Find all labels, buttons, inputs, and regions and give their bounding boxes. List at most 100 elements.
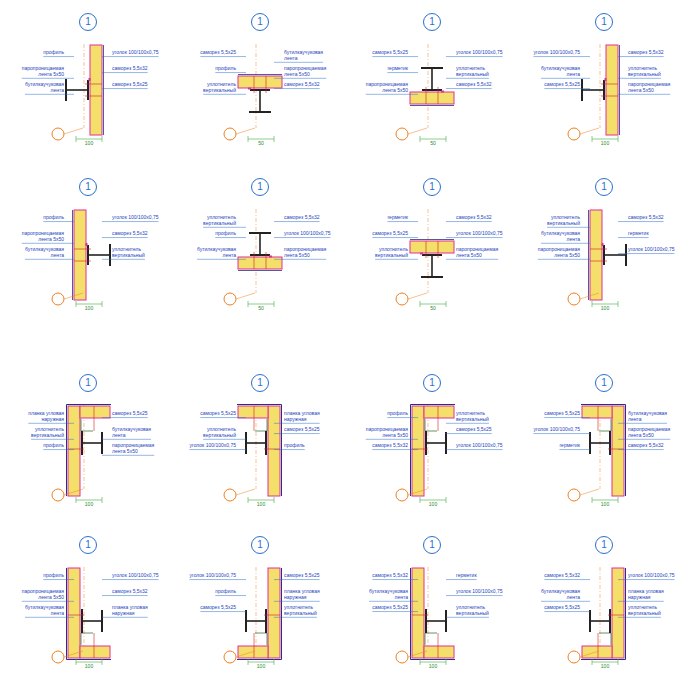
part-label: саморез 5,5х32 bbox=[284, 215, 336, 221]
sealing-tape bbox=[420, 253, 423, 255]
leader-line bbox=[274, 579, 320, 580]
panel-facing bbox=[582, 406, 612, 418]
dimension-line bbox=[592, 139, 618, 140]
part-label: уплотнитель вертикальный bbox=[112, 247, 164, 259]
callout-circle: 1 bbox=[79, 536, 97, 554]
part-label: уголок 100/100х0,75 bbox=[184, 443, 236, 449]
callout-number: 1 bbox=[429, 17, 435, 27]
axis-marker bbox=[568, 293, 580, 305]
flashing bbox=[410, 105, 454, 106]
screw bbox=[426, 241, 427, 258]
leader-line bbox=[446, 423, 489, 424]
dimension-line bbox=[248, 304, 274, 305]
dimension-tick bbox=[592, 136, 593, 142]
dimension-line bbox=[76, 139, 102, 140]
part-label: саморез 5,5х25 bbox=[184, 411, 236, 417]
panel-facing bbox=[412, 568, 424, 658]
leader-line bbox=[369, 601, 418, 602]
axis-leader bbox=[408, 489, 427, 495]
sealing-tape bbox=[269, 256, 272, 258]
leader-line bbox=[372, 579, 418, 580]
dimension-text: 100 bbox=[601, 502, 609, 507]
leader-line bbox=[446, 78, 489, 79]
callout-circle: 1 bbox=[251, 374, 269, 392]
beam-web bbox=[582, 89, 604, 91]
insulation-core bbox=[268, 568, 280, 658]
part-label: профиль bbox=[184, 66, 236, 72]
leader-line bbox=[274, 78, 326, 79]
part-label: бутилкаучуковая лента bbox=[12, 82, 64, 94]
panel-facing bbox=[582, 646, 612, 658]
part-label: уголок 100/100х0,75 bbox=[456, 443, 508, 449]
detail-drawing bbox=[410, 68, 454, 106]
part-label: саморез 5,5х25 bbox=[528, 82, 580, 88]
panel-facing bbox=[68, 406, 80, 496]
dimension-line bbox=[592, 304, 618, 305]
part-label: саморез 5,5х32 bbox=[628, 443, 680, 449]
part-label: профиль bbox=[12, 573, 64, 579]
part-label: уплотнитель вертикальный bbox=[528, 215, 580, 227]
leader-line bbox=[544, 579, 590, 580]
leader-line bbox=[25, 617, 74, 618]
part-label: саморез 5,5х32 bbox=[528, 573, 580, 579]
leader-line bbox=[372, 56, 418, 57]
panel-facing bbox=[90, 45, 102, 135]
dimension-tick bbox=[76, 659, 77, 665]
panel-facing bbox=[612, 406, 624, 496]
leader-line bbox=[541, 243, 590, 244]
insulation-core bbox=[238, 406, 268, 418]
part-label: герметик bbox=[356, 66, 408, 72]
callout-number: 1 bbox=[601, 378, 607, 388]
screw bbox=[254, 633, 255, 658]
axis-marker bbox=[52, 489, 64, 501]
beam-web bbox=[246, 442, 266, 444]
beam-web bbox=[246, 620, 266, 622]
leader-line bbox=[618, 601, 664, 602]
dimension-tick bbox=[420, 301, 421, 307]
beam-web bbox=[426, 442, 446, 444]
part-label: профиль bbox=[184, 589, 236, 595]
leader-line bbox=[618, 253, 675, 254]
screw bbox=[426, 87, 427, 104]
beam-web bbox=[590, 442, 610, 444]
part-label: саморез 5,5х25 bbox=[356, 50, 408, 56]
detail-drawing bbox=[237, 405, 282, 497]
part-label: паропроницаемая лента 5х50 bbox=[12, 231, 64, 243]
dimension-text: 50 bbox=[430, 306, 436, 311]
angle-profile bbox=[255, 633, 267, 645]
dimension-tick bbox=[274, 136, 275, 142]
axis-marker bbox=[52, 293, 64, 305]
part-label: уплотнитель вертикальный bbox=[284, 605, 336, 617]
leader-line bbox=[274, 601, 320, 602]
panel-facing bbox=[80, 646, 110, 658]
angle-profile bbox=[425, 419, 437, 431]
leader-line bbox=[618, 617, 661, 618]
leader-line bbox=[22, 601, 74, 602]
panel-facing bbox=[424, 406, 454, 418]
callout-circle: 1 bbox=[79, 178, 97, 196]
part-label: бутилкаучуковая лента bbox=[184, 247, 236, 259]
leader-line bbox=[102, 72, 148, 73]
beam-web bbox=[590, 620, 610, 622]
part-label: герметик bbox=[528, 443, 580, 449]
axis-marker bbox=[52, 128, 64, 140]
dimension-tick bbox=[618, 301, 619, 307]
part-label: паропроницаемая лента 5х50 bbox=[356, 82, 408, 94]
axis-marker bbox=[568, 489, 580, 501]
part-label: планка угловая наружная bbox=[112, 605, 164, 617]
flashing bbox=[410, 239, 454, 240]
leader-line bbox=[387, 417, 418, 418]
callout-number: 1 bbox=[429, 378, 435, 388]
leader-line bbox=[387, 221, 418, 222]
sealing-tape bbox=[605, 78, 607, 81]
leader-line bbox=[446, 221, 492, 222]
axis-leader bbox=[64, 293, 83, 299]
part-label: профиль bbox=[356, 411, 408, 417]
axis-marker bbox=[396, 293, 408, 305]
part-label: бутилкаучуковая лента bbox=[628, 411, 680, 423]
insulation-core bbox=[74, 210, 86, 300]
dimension-text: 100 bbox=[601, 306, 609, 311]
leader-line bbox=[203, 227, 246, 228]
leader-line bbox=[446, 56, 503, 57]
